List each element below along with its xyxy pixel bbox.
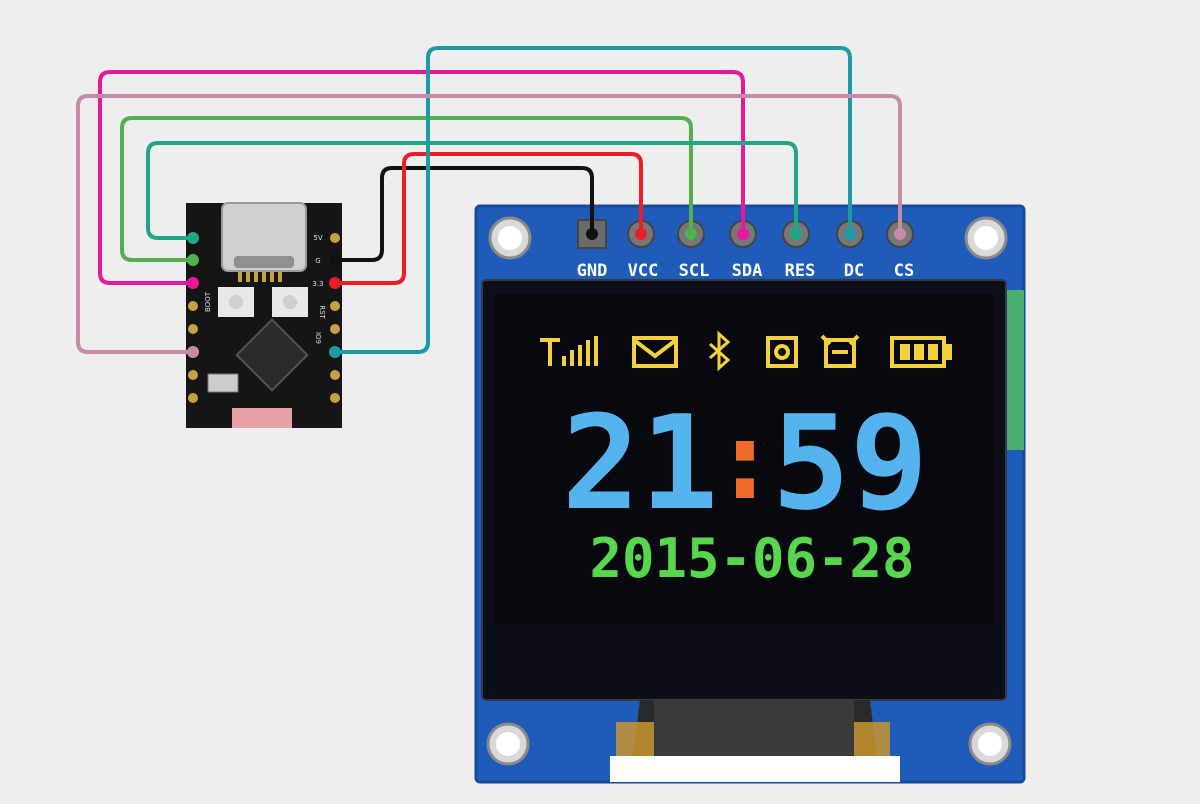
board-label-rst: RST [318,305,326,319]
oled-module: GND VCC SCL SDA RES DC CS [474,204,1026,784]
wire-dot-board-vcc [329,277,341,289]
wire-scl[interactable] [120,116,693,262]
wire-dot-gnd [586,228,598,240]
board-label-3v3: 3.3 [312,280,323,288]
gps-icon [766,336,798,368]
wire-endpoints [187,228,906,358]
mcu-chip [235,318,309,392]
wire-cs[interactable] [76,94,902,354]
board-label-5v: 5V [313,234,322,242]
pin-label-res: RES [785,261,816,281]
oled-screen [494,294,994,624]
side-connector [1004,290,1024,450]
crystal [207,373,239,393]
clock-display: 21 : 59 [562,387,929,539]
wire-sda[interactable] [98,70,745,285]
wire-dot-board-scl [187,254,199,266]
usb-c-port [221,202,307,272]
date-display: 2015-06-28 [589,527,914,590]
wire-dc[interactable] [333,46,852,354]
board-label-boot: BOOT [204,291,212,312]
pin-label-vcc: VCC [628,261,659,281]
wire-gnd[interactable] [333,166,594,262]
wire-res[interactable] [146,141,798,240]
wire-dot-board-sda [187,277,199,289]
clock-minutes: 59 [772,387,929,539]
antenna [232,408,292,428]
clock-hours: 21 [562,387,719,539]
wire-dot-board-dc [329,346,341,358]
wire-dot-board-cs [187,346,199,358]
board-label-g: G [315,257,320,265]
alarm-icon [820,334,860,368]
wire-dot-sda [737,228,749,240]
signal-icon [540,336,598,366]
wire-dot-cs [894,228,906,240]
wires [76,46,902,354]
pin-label-gnd: GND [577,261,608,281]
wire-dot-res [790,228,802,240]
board-label-io9: IO9 [314,332,322,344]
mounting-holes [486,216,1012,766]
wire-vcc[interactable] [333,152,643,285]
pin-label-cs: CS [894,261,914,281]
bluetooth-icon [709,330,731,372]
battery-icon [890,336,952,368]
pin-label-sda: SDA [732,261,763,281]
controller-board: 5V G 3.3 RST BOOT IO9 [186,202,342,428]
wire-dot-board-gnd [329,254,341,266]
wire-dot-dc [844,228,856,240]
pin-label-dc: DC [844,261,864,281]
wire-dot-board-res [187,232,199,244]
oled-pin-labels: GND VCC SCL SDA RES DC CS [577,261,915,281]
clock-separator: : [712,396,778,524]
status-icons [540,330,952,372]
mail-icon [632,336,678,368]
wire-dot-scl [685,228,697,240]
wire-dot-vcc [635,228,647,240]
pin-label-scl: SCL [679,261,710,281]
